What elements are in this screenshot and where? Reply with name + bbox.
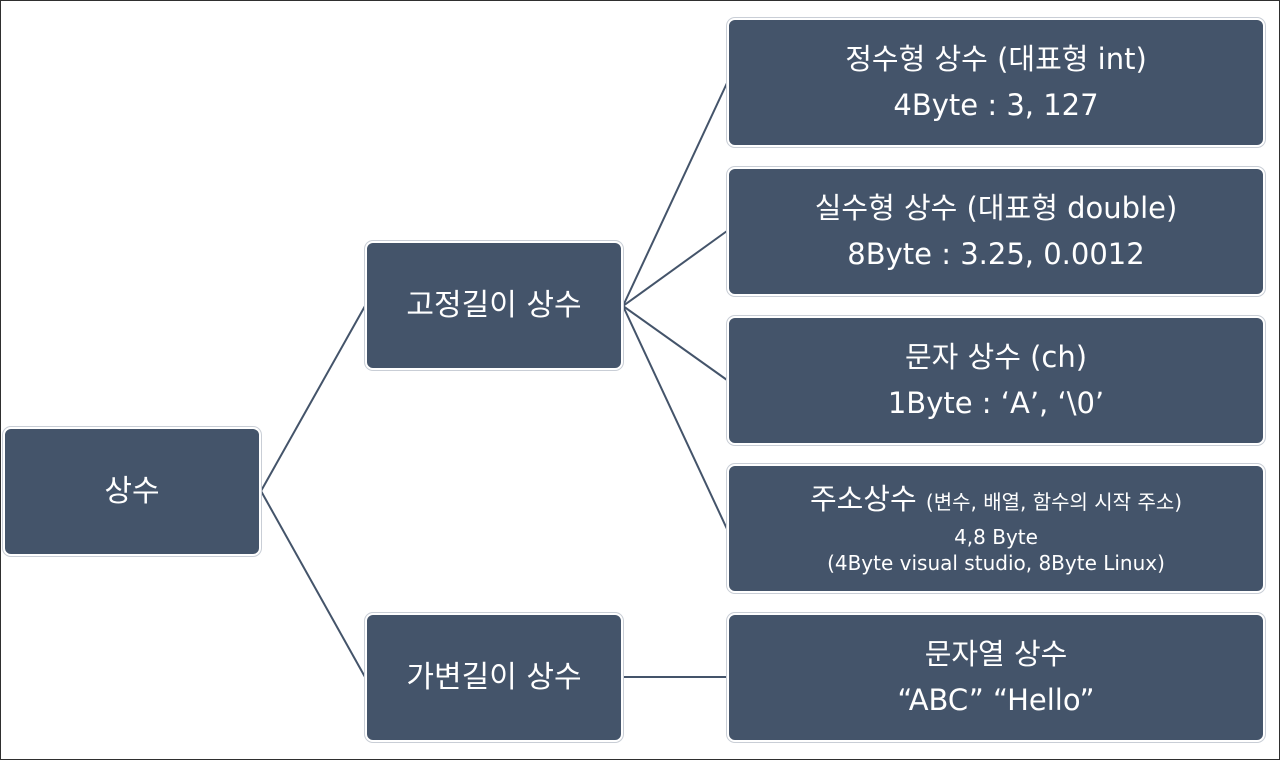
real-constant-detail: 8Byte : 3.25, 0.0012	[847, 236, 1145, 271]
connector-fixed-int	[622, 82, 728, 307]
address-constant-note: (변수, 배열, 함수의 시작 주소)	[925, 489, 1183, 514]
character-constant-title: 문자 상수 (ch)	[904, 339, 1088, 374]
integer-constant-title: 정수형 상수 (대표형 int)	[845, 41, 1147, 76]
connector-fixed-real	[622, 230, 728, 307]
integer-constant-detail: 4Byte : 3, 127	[893, 87, 1099, 122]
address-constant-title: 주소상수	[809, 481, 917, 516]
address-constant-detail: 4,8 Byte	[954, 525, 1038, 550]
node-character-constant: 문자 상수 (ch) 1Byte : ‘A’, ‘\0’	[727, 316, 1265, 445]
node-real-constant: 실수형 상수 (대표형 double) 8Byte : 3.25, 0.0012	[727, 167, 1265, 296]
connector-root-variable	[260, 490, 366, 678]
node-constant: 상수	[3, 427, 261, 556]
node-address-constant: 주소상수 (변수, 배열, 함수의 시작 주소) 4,8 Byte (4Byte…	[727, 464, 1265, 593]
node-variable-length-constant: 가변길이 상수	[365, 613, 623, 742]
node-integer-constant: 정수형 상수 (대표형 int) 4Byte : 3, 127	[727, 18, 1265, 147]
node-constant-label: 상수	[104, 473, 160, 509]
character-constant-detail: 1Byte : ‘A’, ‘\0’	[887, 385, 1105, 420]
node-fixed-length-label: 고정길이 상수	[406, 287, 582, 323]
connector-fixed-char	[622, 305, 728, 381]
address-constant-title-row: 주소상수 (변수, 배열, 함수의 시작 주소)	[810, 481, 1182, 519]
string-constant-detail: “ABC” “Hello”	[897, 682, 1095, 717]
string-constant-title: 문자열 상수	[924, 636, 1068, 671]
node-fixed-length-constant: 고정길이 상수	[365, 241, 623, 370]
connector-root-fixed	[260, 305, 366, 492]
node-string-constant: 문자열 상수 “ABC” “Hello”	[727, 613, 1265, 742]
address-constant-detail-note: (4Byte visual studio, 8Byte Linux)	[827, 551, 1165, 576]
connector-fixed-addr	[622, 305, 728, 530]
real-constant-title: 실수형 상수 (대표형 double)	[814, 190, 1178, 225]
node-variable-length-label: 가변길이 상수	[406, 659, 582, 695]
